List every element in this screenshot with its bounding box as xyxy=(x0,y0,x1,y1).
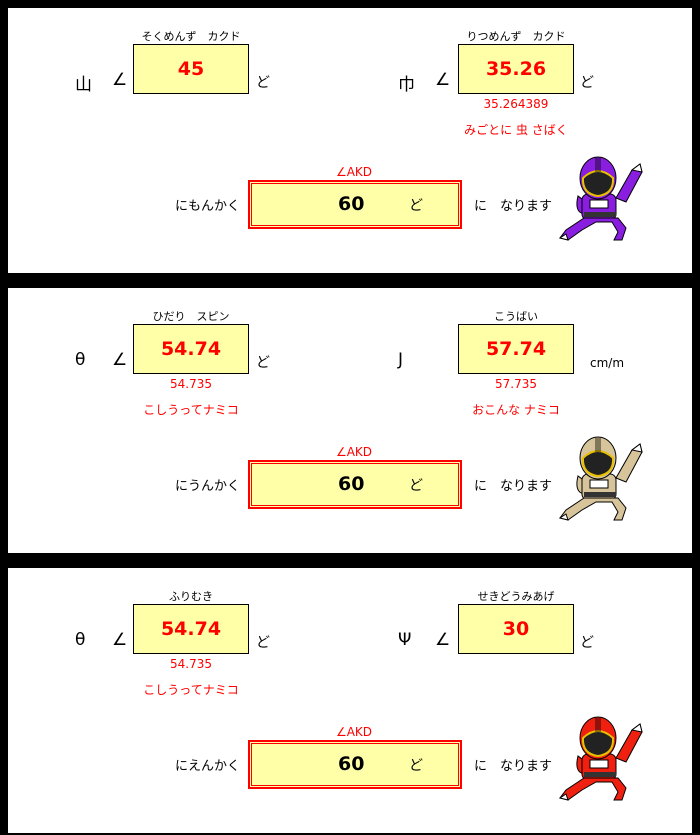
left-caption: ふりむき xyxy=(169,590,213,603)
left-symbol: θ xyxy=(75,350,86,370)
result-box: 60 ど xyxy=(248,180,462,229)
result-suffix-narimasu: なります xyxy=(500,759,553,774)
result-caption: ∠AKD xyxy=(335,725,373,739)
left-unit: ど xyxy=(256,635,270,651)
left-angle-sign: ∠ xyxy=(112,70,128,90)
result-unit: ど xyxy=(409,198,423,214)
right-caption: りつめんず カクド xyxy=(466,30,566,43)
left-unit: ど xyxy=(256,75,270,91)
left-value-input[interactable]: 54.74 xyxy=(133,604,249,654)
calc-panel: θ ∠ ひだり スピン 54.74 ど 54.735 こしうってナミコ J こう… xyxy=(8,288,692,553)
left-unit: ど xyxy=(256,355,270,371)
right-unit: ど xyxy=(580,75,594,91)
left-symbol: θ xyxy=(75,630,86,650)
left-value-input[interactable]: 54.74 xyxy=(133,324,249,374)
right-unit: cm/m xyxy=(590,356,625,370)
right-angle-sign: ∠ xyxy=(435,70,451,90)
left-angle-sign: ∠ xyxy=(112,350,128,370)
right-unit: ど xyxy=(580,635,594,651)
result-suffix-narimasu: なります xyxy=(500,199,553,214)
result-label: にうんかく xyxy=(175,479,241,494)
result-box: 60 ど xyxy=(248,740,462,789)
left-symbol: 山 xyxy=(75,75,92,95)
left-exact-value: 54.735 xyxy=(170,657,212,671)
result-caption: ∠AKD xyxy=(335,165,373,179)
result-value: 60 xyxy=(338,193,365,215)
result-unit: ど xyxy=(409,478,423,494)
left-exact-value: 54.735 xyxy=(170,377,212,391)
right-note: みごとに 虫 さばく xyxy=(464,123,568,137)
result-label: にえんかく xyxy=(175,759,241,774)
right-caption: せきどうみあげ xyxy=(477,590,555,603)
left-angle-sign: ∠ xyxy=(112,630,128,650)
ranger-icon xyxy=(558,716,643,801)
left-caption: そくめんず カクド xyxy=(141,30,241,43)
calc-panel: 山 ∠ そくめんず カクド 45 ど 巾 ∠ りつめんず カクド 35.26 ど… xyxy=(8,8,692,273)
ranger-icon xyxy=(558,436,643,521)
result-caption: ∠AKD xyxy=(335,445,373,459)
left-caption: ひだり スピン xyxy=(152,310,230,323)
right-value-input[interactable]: 30 xyxy=(458,604,574,654)
right-symbol: 巾 xyxy=(398,75,415,95)
result-suffix-narimasu: なります xyxy=(500,479,553,494)
right-note: おこんな ナミコ xyxy=(472,403,560,417)
left-note: こしうってナミコ xyxy=(143,403,239,417)
result-value: 60 xyxy=(338,753,365,775)
calc-panel: θ ∠ ふりむき 54.74 ど 54.735 こしうってナミコ Ψ ∠ せきど… xyxy=(8,568,692,833)
result-label: にもんかく xyxy=(175,199,241,214)
result-value: 60 xyxy=(338,473,365,495)
right-exact-value: 57.735 xyxy=(495,377,537,391)
left-value-input[interactable]: 45 xyxy=(133,44,249,94)
right-caption: こうばい xyxy=(494,310,538,323)
result-suffix-ni: に xyxy=(474,199,488,214)
result-box: 60 ど xyxy=(248,460,462,509)
result-suffix-ni: に xyxy=(474,479,488,494)
right-exact-value: 35.264389 xyxy=(483,97,549,111)
ranger-icon xyxy=(558,156,643,241)
right-value-input[interactable]: 35.26 xyxy=(458,44,574,94)
right-value-input[interactable]: 57.74 xyxy=(458,324,574,374)
result-suffix-ni: に xyxy=(474,759,488,774)
result-unit: ど xyxy=(409,758,423,774)
right-symbol: J xyxy=(398,350,404,370)
left-note: こしうってナミコ xyxy=(143,683,239,697)
right-symbol: Ψ xyxy=(398,630,412,650)
right-angle-sign: ∠ xyxy=(435,630,451,650)
